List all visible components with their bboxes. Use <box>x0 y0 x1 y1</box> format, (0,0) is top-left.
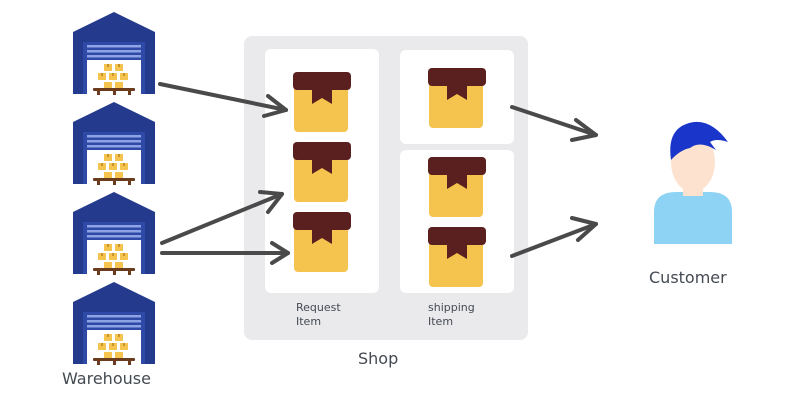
request-item-label-line1: Request <box>296 301 341 314</box>
package-box-icon <box>293 142 351 202</box>
package-box-icon <box>428 68 486 128</box>
warehouse-icon <box>73 102 155 185</box>
arrow-right-icon <box>160 190 284 245</box>
package-box-icon <box>428 227 486 287</box>
arrow-right-icon <box>510 105 598 142</box>
arrow-right-icon <box>510 216 598 258</box>
warehouse-icon <box>73 12 155 95</box>
warehouse-icon <box>73 282 155 365</box>
shipping-item-label: shipping Item <box>428 301 475 329</box>
package-box-icon <box>293 212 351 272</box>
warehouse-icon <box>73 192 155 275</box>
shipping-item-panel-bottom <box>400 150 514 293</box>
package-box-icon <box>428 157 486 217</box>
arrow-right-icon <box>158 82 288 118</box>
request-item-label-line2: Item <box>296 315 322 328</box>
shipping-item-label-line1: shipping <box>428 301 475 314</box>
package-box-icon <box>293 72 351 132</box>
shipping-item-label-line2: Item <box>428 315 454 328</box>
shop-label: Shop <box>358 349 399 368</box>
arrow-right-icon <box>160 241 290 265</box>
customer-avatar-icon <box>654 121 732 244</box>
customer-label: Customer <box>649 268 727 287</box>
warehouse-label: Warehouse <box>62 369 151 388</box>
request-item-label: Request Item <box>296 301 341 329</box>
